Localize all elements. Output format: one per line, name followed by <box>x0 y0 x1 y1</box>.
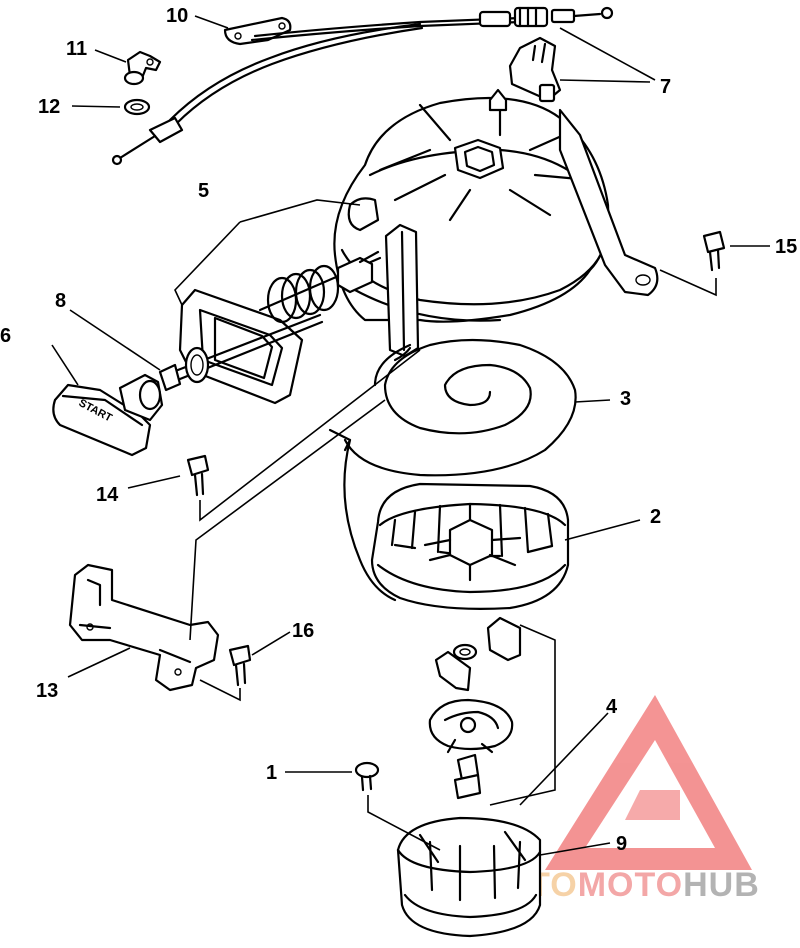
callout-14: 14 <box>96 484 119 506</box>
callout-7: 7 <box>660 76 671 98</box>
part-6-start-handle: START <box>52 373 164 457</box>
watermark-hub: HUB <box>683 866 760 904</box>
callout-9: 9 <box>616 833 627 855</box>
callout-10: 10 <box>166 5 188 27</box>
part-5-spring-frame <box>178 250 382 405</box>
part-13-bracket <box>68 399 386 692</box>
watermark-triangle <box>545 695 752 870</box>
callout-15: 15 <box>775 236 797 258</box>
callout-5: 5 <box>198 180 209 202</box>
part-2-pulley <box>343 438 570 610</box>
part-11-clip <box>123 50 162 86</box>
callout-4: 4 <box>606 696 618 718</box>
starter-housing <box>333 88 659 358</box>
part-8-shaft <box>158 313 324 392</box>
part-1-bolt <box>354 761 441 851</box>
callout-13: 13 <box>36 680 58 702</box>
part-5-spring-coils <box>266 264 340 324</box>
watermark-moto: MOTO <box>578 866 683 904</box>
part-10-cable <box>111 6 614 166</box>
part-16-bolt <box>199 644 252 702</box>
part-15-bolt <box>659 230 726 297</box>
callout-1: 1 <box>266 762 277 784</box>
callout-16: 16 <box>292 620 314 642</box>
callout-2: 2 <box>650 506 661 528</box>
callout-labels: 1 2 3 4 5 6 7 8 9 10 11 12 13 14 15 16 <box>0 5 797 855</box>
part-4-pawl-group <box>428 616 556 806</box>
part-7-bracket <box>508 36 562 103</box>
part-14-bolt <box>186 349 421 522</box>
callout-6: 6 <box>0 325 11 347</box>
part-3-spiral-spring <box>328 338 577 477</box>
callout-11: 11 <box>66 38 87 60</box>
leader-lines <box>51 15 770 856</box>
part-9-cup <box>396 816 542 938</box>
callout-12: 12 <box>38 96 60 118</box>
callout-3: 3 <box>620 388 631 410</box>
part-12-ring <box>123 98 151 116</box>
callout-8: 8 <box>55 290 66 312</box>
